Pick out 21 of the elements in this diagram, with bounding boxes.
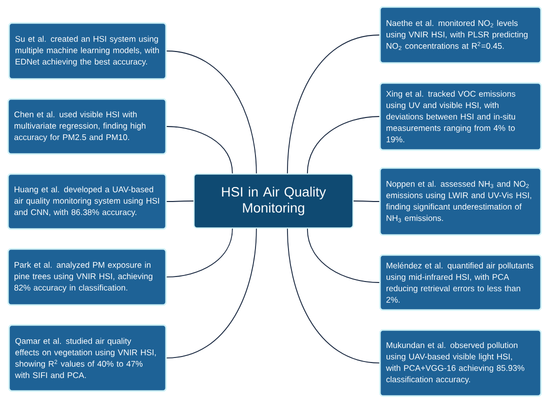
- connector-line: [166, 228, 233, 278]
- connector-line: [286, 34, 380, 174]
- study-box: Huang et al. developed a UAV-based air quality monitoring system using HSI and CNN, with 86.38% accuracy.: [7, 173, 167, 230]
- connector-line: [353, 200, 380, 202]
- connector-line: [166, 228, 257, 358]
- study-box: Naethe et al. monitored NO$_{2}$ levels using VNIR HSI, with PLSR predicting NO$_{2}$ concentrations at R$^{2}$=0.45.: [379, 6, 542, 64]
- study-box: Park et al. analyzed PM exposure in pine trees using VNIR HSI, achieving 82% accuracy in classification.: [7, 248, 167, 306]
- study-box: Noppen et al. assessed NH$_{3}$ and NO$_{2}$ emissions using LWIR and UV-Vis HSI, finding significant underestimation of NH$_{3}$ emissions.: [379, 167, 542, 236]
- study-box: Qamar et al. studied air quality effects on vegetation using VNIR HSI, showing R$^{2}$ values of 40% to 47% with SIFI and PCA.: [8, 324, 167, 392]
- connector-line: [306, 116, 380, 174]
- topic-box: HSI in Air Quality Monitoring: [193, 173, 354, 229]
- connector-line: [306, 228, 380, 283]
- connector-line: [166, 126, 233, 174]
- study-box: Su et al. created an HSI system using multiple machine learning models, with EDNet achieving the best accuracy.: [8, 22, 167, 80]
- study-box: Chen et al. used visible HSI with multivariate regression, finding high accuracy for PM2.5 and PM10.: [7, 98, 167, 155]
- study-box: Meléndez et al. quantified air pollutants using mid-infrared HSI, with PCA reducing retrieval errors to less than 2%.: [379, 254, 542, 311]
- connector-line: [166, 200, 194, 202]
- connector-line: [166, 50, 257, 174]
- study-box: Xing et al. tracked VOC emissions using UV and visible HSI, with deviations between HSI and in-situ measurements ranging from 4% to 19%.: [379, 82, 542, 151]
- connector-line: [286, 228, 380, 364]
- study-box: Mukundan et al. observed pollution using UAV-based visible light HSI, with PCA+VGG-16 achieving 85.93% classification accuracy.: [379, 329, 542, 397]
